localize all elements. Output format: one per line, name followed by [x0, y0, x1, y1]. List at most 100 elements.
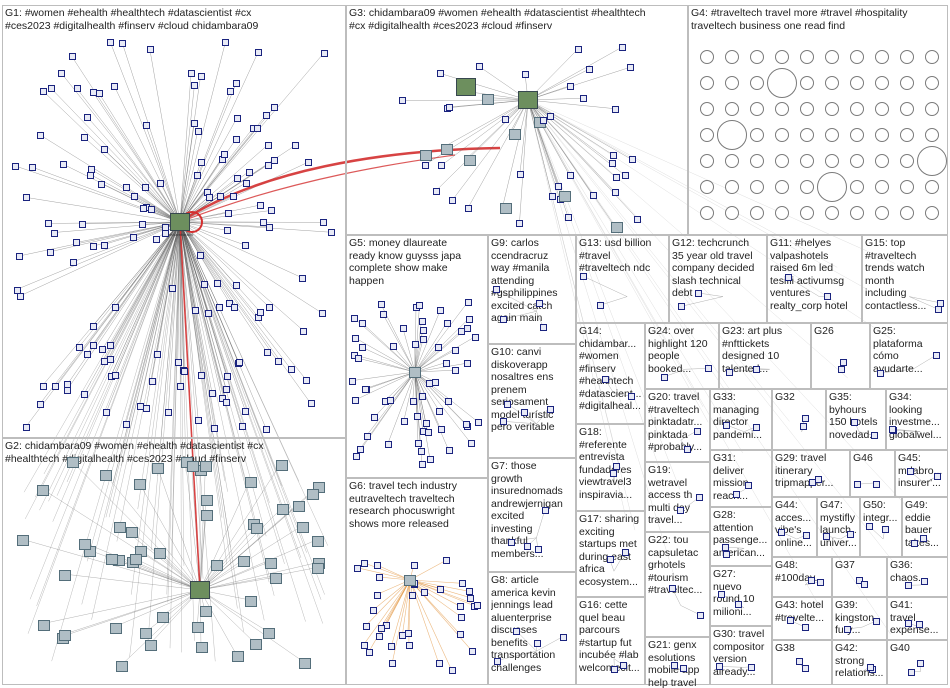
g1-node	[287, 366, 295, 374]
g4-node	[750, 206, 764, 220]
g6-node	[437, 585, 445, 593]
small-node	[856, 576, 864, 584]
g1-node	[223, 399, 231, 407]
g1-node	[224, 227, 232, 235]
edge	[106, 221, 181, 413]
g1-node	[17, 292, 25, 300]
g1-node	[29, 164, 37, 172]
g1-node	[73, 239, 81, 247]
g5-node	[463, 360, 471, 368]
edge	[527, 99, 681, 490]
small-node	[606, 556, 614, 564]
g3-node	[565, 213, 573, 221]
g5-node	[389, 343, 397, 351]
edge	[64, 573, 201, 591]
edge	[536, 636, 563, 652]
g2-node	[152, 462, 165, 474]
edge	[527, 99, 613, 164]
edge	[527, 99, 614, 156]
g1-node	[292, 142, 300, 150]
g5-node	[419, 326, 427, 334]
edge	[27, 221, 181, 634]
edge	[179, 221, 245, 246]
g3-node	[432, 188, 440, 196]
g5-node	[451, 347, 459, 355]
edge	[199, 567, 318, 591]
g1-node	[299, 274, 306, 282]
edge	[527, 99, 616, 193]
group-label: G22: tou capsuletac grhotels #tourism #t…	[648, 534, 702, 596]
g1-node	[302, 376, 310, 384]
g1-node	[47, 85, 55, 93]
group-g31: G31: deliver mission reach...	[710, 450, 772, 507]
group-label: G36: chaos...	[890, 559, 927, 584]
edge	[185, 461, 201, 591]
small-node	[889, 425, 897, 433]
edge	[519, 99, 529, 224]
group-g43: G43: hotel #travelte...	[772, 597, 832, 640]
g4-node	[850, 206, 864, 220]
g5-node	[399, 324, 407, 332]
edge	[51, 221, 181, 662]
g6-node	[362, 622, 370, 630]
edge	[199, 577, 275, 591]
edge	[441, 99, 529, 166]
edge	[353, 354, 416, 373]
g1-node	[320, 219, 328, 227]
g4-node	[717, 120, 747, 150]
g2-node	[201, 494, 214, 506]
g3-node	[611, 189, 619, 197]
edge	[527, 99, 743, 453]
g3-node	[621, 172, 629, 180]
small-node	[504, 400, 512, 408]
g6-node	[467, 594, 475, 602]
g5-node	[471, 333, 479, 341]
g1-node	[119, 40, 127, 48]
g5-node	[437, 426, 445, 434]
edge	[179, 221, 270, 503]
g1-node	[152, 236, 160, 244]
edge	[414, 306, 417, 373]
g3-node	[610, 152, 618, 160]
edge	[179, 221, 324, 624]
g1-node	[22, 423, 30, 431]
g6-node	[360, 641, 368, 649]
small-node	[622, 548, 630, 556]
edge	[355, 371, 416, 401]
edge	[179, 221, 246, 412]
g5-node	[411, 340, 419, 348]
small-node	[802, 623, 810, 631]
g2-node	[264, 557, 277, 569]
g2-node	[129, 554, 142, 566]
small-node	[612, 463, 620, 471]
edge	[145, 221, 181, 409]
group-label: G15: top #traveltech trends watch month …	[865, 237, 927, 312]
edge	[179, 84, 195, 223]
g2-node	[78, 538, 91, 550]
g2-node	[105, 554, 118, 566]
g4-node	[925, 50, 939, 64]
small-node	[933, 352, 941, 360]
g1-node	[235, 359, 243, 367]
group-label: G30: travel compositor version already..…	[713, 628, 765, 678]
g3-node	[509, 128, 522, 140]
small-node	[905, 582, 913, 590]
edge	[105, 474, 201, 591]
edge	[787, 277, 820, 297]
g3-node	[475, 63, 483, 71]
group-g24: G24: over highlight 120 people booked...	[645, 323, 719, 389]
g1-node	[243, 179, 251, 187]
edge	[199, 480, 250, 591]
g4-node	[875, 128, 889, 142]
edge	[179, 221, 323, 314]
g5-node	[378, 301, 386, 309]
edge	[414, 305, 420, 373]
edge	[83, 137, 181, 223]
small-node	[802, 665, 810, 673]
g1-node	[230, 192, 238, 200]
edge	[179, 153, 225, 223]
edge	[81, 221, 181, 605]
g4-node	[800, 206, 814, 220]
g1-node	[112, 371, 120, 379]
g1-node	[157, 179, 165, 187]
